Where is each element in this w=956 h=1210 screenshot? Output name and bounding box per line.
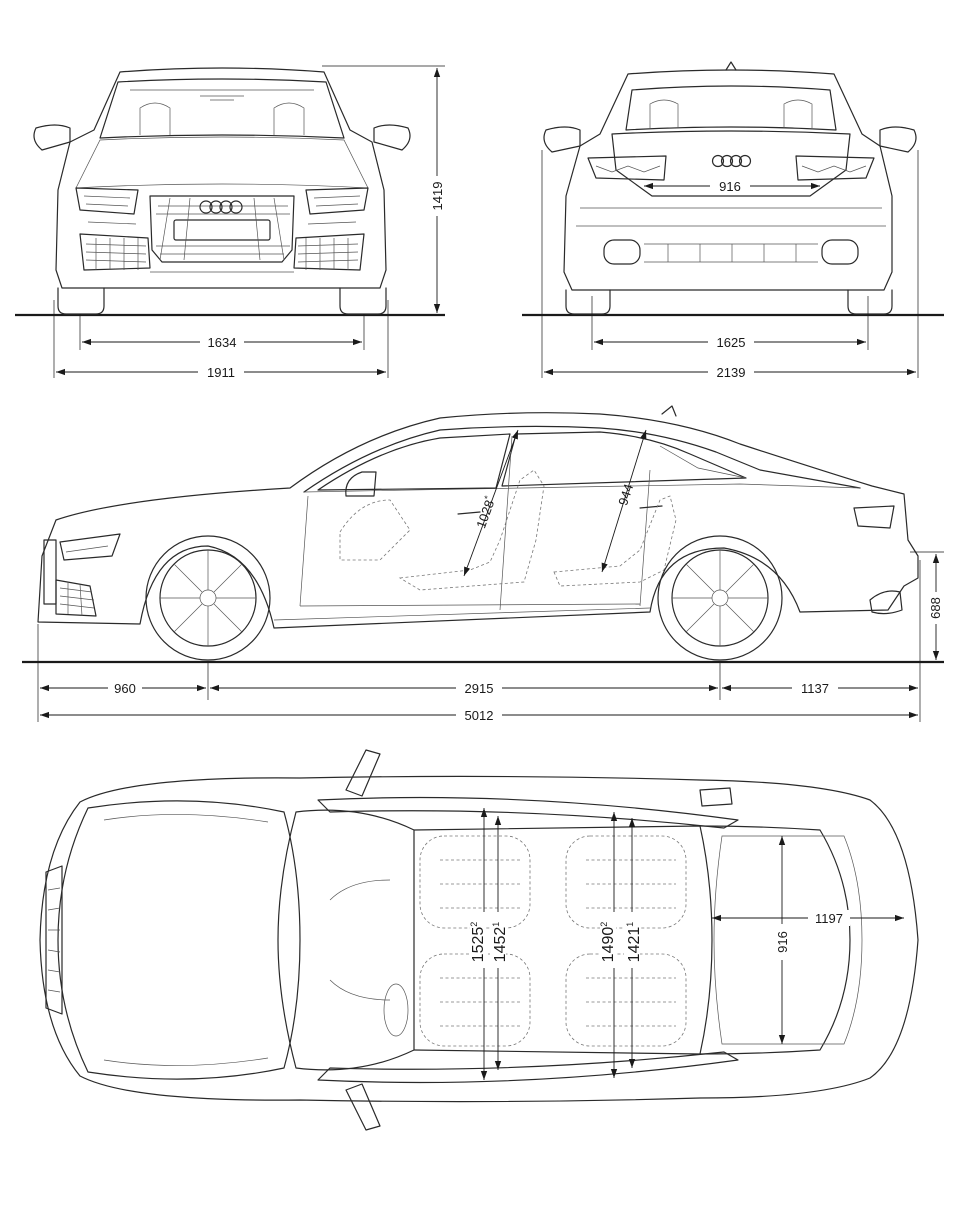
front-elbow-width-value: 1525 bbox=[470, 927, 487, 963]
rear-overhang-label: 1137 bbox=[801, 681, 829, 696]
front-shoulder-width-label: 14521 bbox=[491, 922, 509, 963]
tailgate-width-label: 916 bbox=[719, 179, 741, 194]
front-overhang-label: 960 bbox=[114, 681, 136, 696]
front-headroom-dimension-line bbox=[463, 429, 519, 577]
rear-headroom-dimension-line bbox=[601, 429, 647, 573]
top-car-outline bbox=[39, 749, 919, 1131]
front-shoulder-width-note: 1 bbox=[491, 922, 501, 927]
front-view: 1634 1911 1419 bbox=[15, 65, 445, 380]
rear-shoulder-width-value: 1421 bbox=[626, 927, 643, 963]
front-headroom-mark: * bbox=[482, 494, 493, 501]
rear-elbow-width-note: 2 bbox=[599, 922, 609, 927]
rear-view: 1625 2139 916 bbox=[522, 61, 944, 380]
rear-headroom-label: 944 bbox=[615, 482, 636, 507]
top-view: 15252 14521 14902 14211 1197 916 bbox=[39, 749, 919, 1131]
length-label: 5012 bbox=[465, 708, 494, 723]
rear-track-label: 1625 bbox=[717, 335, 746, 350]
rear-elbow-width-value: 1490 bbox=[600, 927, 617, 963]
side-view: 1028* 944 960 2915 1137 5012 688 bbox=[22, 405, 944, 723]
rear-width-label: 2139 bbox=[717, 365, 746, 380]
rear-car-outline bbox=[543, 61, 917, 315]
rear-elbow-width-label: 14902 bbox=[599, 922, 617, 963]
rear-shoulder-width-note: 1 bbox=[625, 922, 635, 927]
front-headroom-value: 1028 bbox=[473, 498, 497, 530]
front-track-label: 1634 bbox=[208, 335, 237, 350]
boot-length-label: 1197 bbox=[815, 911, 843, 926]
front-car-outline bbox=[33, 67, 411, 315]
front-width-label: 1911 bbox=[207, 365, 235, 380]
rear-shoulder-width-label: 14211 bbox=[625, 922, 643, 963]
height-label: 1419 bbox=[430, 182, 445, 211]
side-car-outline bbox=[37, 405, 919, 661]
front-elbow-width-label: 15252 bbox=[469, 922, 487, 963]
boot-width-label: 916 bbox=[775, 931, 790, 953]
front-elbow-width-note: 2 bbox=[469, 922, 479, 927]
sill-height-label: 688 bbox=[928, 597, 943, 619]
wheelbase-label: 2915 bbox=[465, 681, 494, 696]
front-shoulder-width-value: 1452 bbox=[492, 927, 509, 963]
